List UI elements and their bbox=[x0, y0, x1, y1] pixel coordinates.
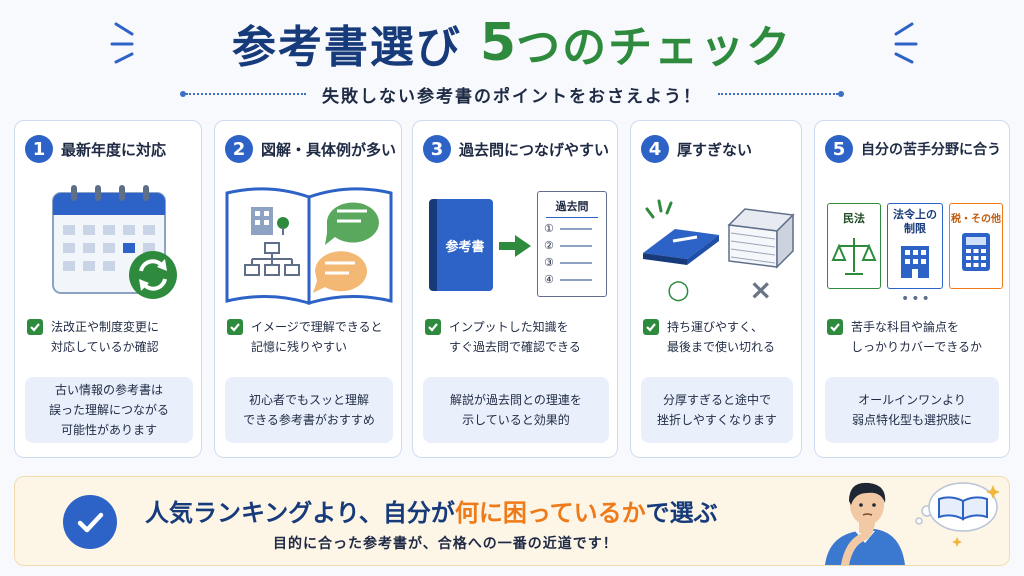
checkbox-icon bbox=[425, 319, 441, 335]
title-number: 5 bbox=[479, 13, 517, 73]
exam-sheet: 過去問 ① ② ③ ④ bbox=[537, 191, 607, 297]
card-header: 3 過去問につなげやすい bbox=[423, 135, 609, 163]
card-number: 5 bbox=[825, 135, 853, 163]
textbook-icon: 参考書 bbox=[429, 199, 493, 291]
card-title: 過去問につなげやすい bbox=[459, 140, 610, 159]
card-number: 3 bbox=[423, 135, 451, 163]
checklist-cards: 1 最新年度に対応 bbox=[14, 120, 1010, 460]
card-header: 2 図解・具体例が多い bbox=[225, 135, 396, 163]
title-main: 参考書選び bbox=[231, 22, 462, 73]
exam-item: ③ bbox=[544, 256, 606, 269]
card-note: 分厚すぎると途中で 挫折しやすくなります bbox=[641, 377, 793, 443]
banner-headline: 人気ランキングより、自分が何に困っているかで選ぶ bbox=[145, 499, 718, 527]
check-text: イメージで理解できると 記憶に残りやすい bbox=[251, 320, 383, 354]
check-point: 持ち運びやすく、 最後まで使い切れる bbox=[643, 317, 797, 357]
checkbox-icon bbox=[643, 319, 659, 335]
check-point: 法改正や制度変更に 対応しているか確認 bbox=[27, 317, 197, 357]
card-title: 自分の苦手分野に合う bbox=[861, 142, 1001, 158]
exam-sheet-title: 過去問 bbox=[555, 200, 589, 213]
exam-item: ② bbox=[544, 239, 606, 252]
check-point: イメージで理解できると 記憶に残りやすい bbox=[227, 317, 397, 357]
sparkle-right-icon bbox=[878, 18, 918, 68]
card-title: 厚すぎない bbox=[677, 140, 753, 159]
check-text: インプットした知識を すぐ過去問で確認できる bbox=[449, 320, 581, 354]
card-past-exams: 3 過去問につなげやすい 参考書 過去問 ① ② ③ ④ インプットした知識を … bbox=[412, 120, 618, 458]
exam-item: ④ bbox=[544, 273, 606, 286]
check-point: 苦手な科目や論点を しっかりカバーできるか bbox=[827, 317, 997, 357]
card-header: 4 厚すぎない bbox=[641, 135, 752, 163]
open-book-diagram-icon bbox=[221, 179, 397, 309]
subject-books-illustration: 民法 法令上の 制限 税・その他 ••• bbox=[821, 179, 1007, 309]
scales-icon bbox=[831, 238, 877, 275]
subject-civil-law: 民法 bbox=[827, 203, 881, 289]
card-illustrations: 2 図解・具体例が多い イメージで理解できると 記憶に残りやすい 初心者でもスッ… bbox=[214, 120, 402, 458]
check-point: インプットした知識を すぐ過去問で確認できる bbox=[425, 317, 595, 357]
summary-banner: 人気ランキングより、自分が何に困っているかで選ぶ 目的に合った参考書が、合格への… bbox=[14, 476, 1010, 569]
bad-mark-icon: × bbox=[749, 273, 773, 306]
card-number: 2 bbox=[225, 135, 253, 163]
banner-subtext: 目的に合った参考書が、合格への一番の近道です！ bbox=[273, 536, 618, 552]
card-header: 5 自分の苦手分野に合う bbox=[825, 135, 1001, 163]
arrow-right-icon bbox=[499, 235, 531, 261]
card-note: 初心者でもスッと理解 できる参考書がおすすめ bbox=[225, 377, 393, 443]
card-number: 4 bbox=[641, 135, 669, 163]
sparkle-left-icon bbox=[110, 18, 150, 68]
subtitle-divider-left bbox=[180, 91, 306, 97]
exam-item: ① bbox=[544, 222, 606, 235]
banner-highlight: 何に困っているか bbox=[454, 499, 646, 527]
card-number: 1 bbox=[25, 135, 53, 163]
card-title: 図解・具体例が多い bbox=[261, 140, 397, 159]
checkbox-icon bbox=[827, 319, 843, 335]
check-circle-icon bbox=[63, 495, 117, 549]
card-note: 古い情報の参考書は 誤った理解につながる 可能性があります bbox=[25, 377, 193, 443]
book-to-exam-illustration: 参考書 過去問 ① ② ③ ④ bbox=[419, 179, 615, 309]
thinking-person-illustration bbox=[815, 477, 1005, 569]
card-latest-edition: 1 最新年度に対応 bbox=[14, 120, 202, 458]
card-note: オールインワンより 弱点特化型も選択肢に bbox=[825, 377, 999, 443]
card-header: 1 最新年度に対応 bbox=[25, 135, 166, 163]
subtitle-row: 失敗しない参考書のポイントをおさえよう！ bbox=[0, 80, 1024, 108]
checkbox-icon bbox=[227, 319, 243, 335]
card-title: 最新年度に対応 bbox=[61, 140, 167, 159]
calendar-refresh-icon bbox=[21, 179, 197, 309]
good-mark-icon: ○ bbox=[667, 275, 690, 305]
checkbox-icon bbox=[27, 319, 43, 335]
check-text: 法改正や制度変更に 対応しているか確認 bbox=[51, 320, 160, 354]
card-note: 解説が過去問との理連を 示していると効果的 bbox=[423, 377, 609, 443]
subject-land-use-law: 法令上の 制限 bbox=[887, 203, 943, 289]
more-dots: ••• bbox=[901, 291, 932, 307]
card-weak-areas: 5 自分の苦手分野に合う 民法 法令上の 制限 税・その他 ••• 苦手な科目や… bbox=[814, 120, 1010, 458]
check-text: 持ち運びやすく、 最後まで使い切れる bbox=[667, 320, 776, 354]
calculator-icon bbox=[962, 233, 990, 271]
subtitle-divider-right bbox=[718, 91, 844, 97]
books-icon bbox=[643, 199, 795, 269]
title-rest: つのチェック bbox=[516, 22, 793, 73]
subtitle: 失敗しない参考書のポイントをおさえよう！ bbox=[322, 86, 702, 107]
thin-vs-thick-book-illustration: ○ × bbox=[637, 179, 797, 309]
building-icon bbox=[901, 246, 929, 278]
subject-tax-other: 税・その他 bbox=[949, 203, 1003, 289]
textbook-label: 参考書 bbox=[445, 239, 485, 255]
page-title: 参考書選び 5 つのチェック bbox=[0, 8, 1024, 78]
card-not-too-thick: 4 厚すぎない ○ × 持ち運びやすく、 最後まで使い切れる 分厚すぎると途中で… bbox=[630, 120, 802, 458]
check-text: 苦手な科目や論点を しっかりカバーできるか bbox=[851, 320, 983, 354]
